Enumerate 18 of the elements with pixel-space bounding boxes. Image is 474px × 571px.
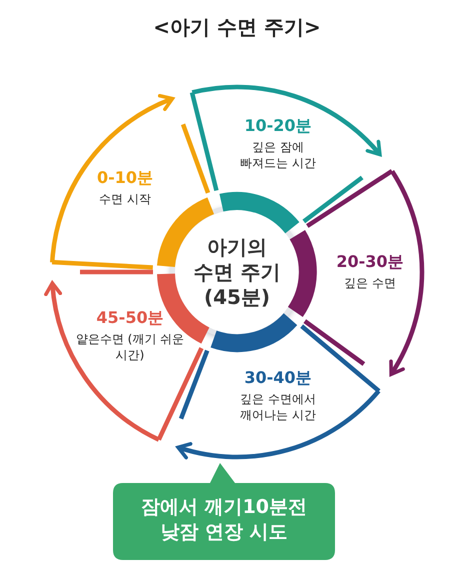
stage-description: 얕은수면 (깨기 쉬운 시간) [74, 332, 186, 364]
time-range-label: 45-50분 [95, 308, 165, 329]
stage-description: 깊은 수면 [343, 276, 397, 292]
time-range-label: 20-30분 [335, 252, 405, 273]
time-range-label: 10-20분 [243, 116, 313, 137]
time-range-label: 30-40분 [243, 368, 313, 389]
diagram-title: <아기 수면 주기> [152, 14, 322, 41]
stage-description: 깊은 수면에서 깨어나는 시간 [239, 392, 317, 424]
cycle-arrow [44, 281, 160, 442]
cycle-arrow [192, 84, 382, 156]
callout-text: 잠에서 깨기10분전 낮잠 연장 시도 [140, 495, 308, 544]
cycle-arrow [388, 170, 424, 376]
stage-description: 수면 시작 [98, 192, 152, 208]
cycle-arrow [50, 94, 174, 263]
cycle-arrow [176, 389, 380, 460]
stage-description: 깊은 잠에 빠져드는 시간 [239, 140, 317, 172]
center-title: 아기의 수면 주기 (45분) [192, 234, 282, 310]
time-range-label: 0-10분 [96, 168, 154, 189]
